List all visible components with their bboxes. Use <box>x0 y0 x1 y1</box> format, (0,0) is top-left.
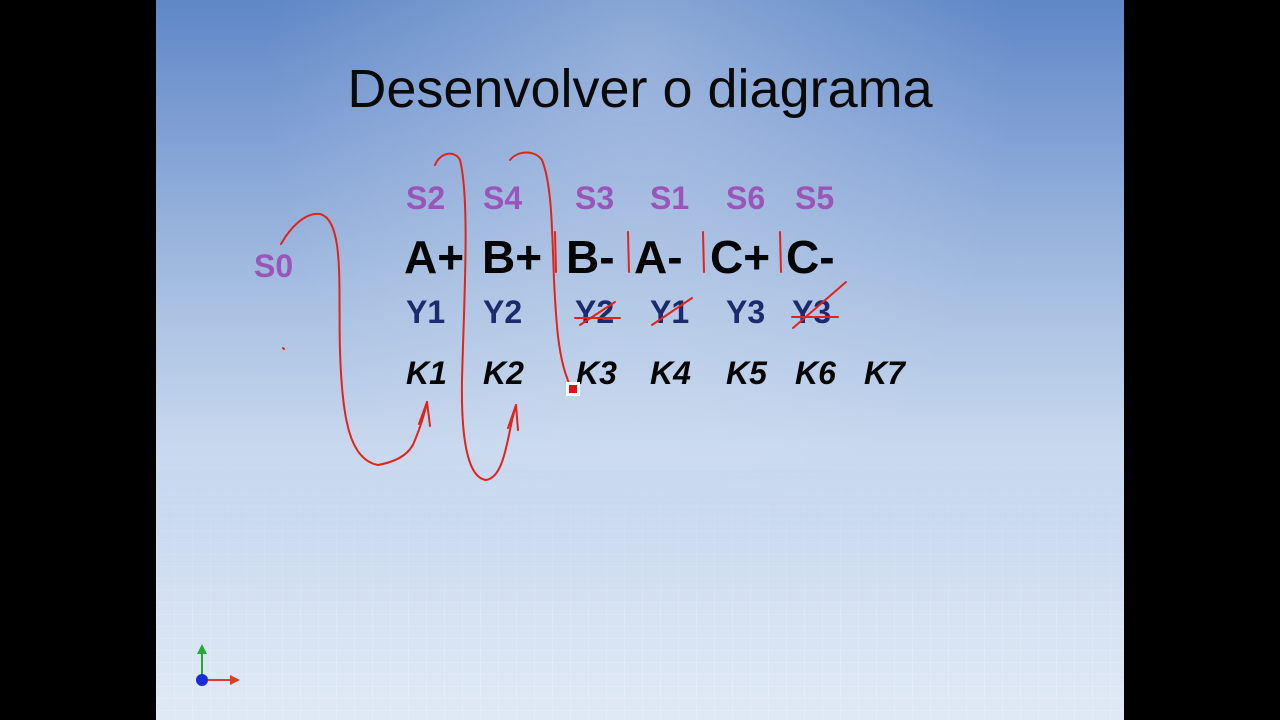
action-label: A- <box>634 231 683 283</box>
y-label-crossed: Y2 <box>575 294 615 330</box>
k-label: K3 <box>576 355 617 391</box>
y-label: Y1 <box>406 294 446 330</box>
slide: Desenvolver o diagrama <box>156 0 1124 720</box>
s-label: S6 <box>726 180 766 216</box>
k-label: K6 <box>795 355 836 391</box>
s-label: S2 <box>406 180 446 216</box>
action-label: B+ <box>482 231 543 283</box>
action-label: C+ <box>710 231 771 283</box>
action-label: A+ <box>404 231 465 283</box>
background-grid <box>156 470 1124 720</box>
xyz-axes-icon <box>196 644 240 686</box>
y-label-crossed: Y3 <box>792 294 832 330</box>
s-label: S1 <box>650 180 690 216</box>
k-label: K7 <box>864 355 905 391</box>
k-label: K4 <box>650 355 691 391</box>
action-label: C- <box>786 231 835 283</box>
s-label: S5 <box>795 180 835 216</box>
s0-label: S0 <box>254 248 294 284</box>
s-label: S3 <box>575 180 615 216</box>
y-label: Y3 <box>726 294 766 330</box>
y-label: Y2 <box>483 294 523 330</box>
k-label: K2 <box>483 355 524 391</box>
s-label: S4 <box>483 180 523 216</box>
k-label: K1 <box>406 355 447 391</box>
k-label: K5 <box>726 355 767 391</box>
y-label-crossed: Y1 <box>650 294 690 330</box>
slide-title: Desenvolver o diagrama <box>347 59 933 119</box>
action-label: B- <box>566 231 615 283</box>
